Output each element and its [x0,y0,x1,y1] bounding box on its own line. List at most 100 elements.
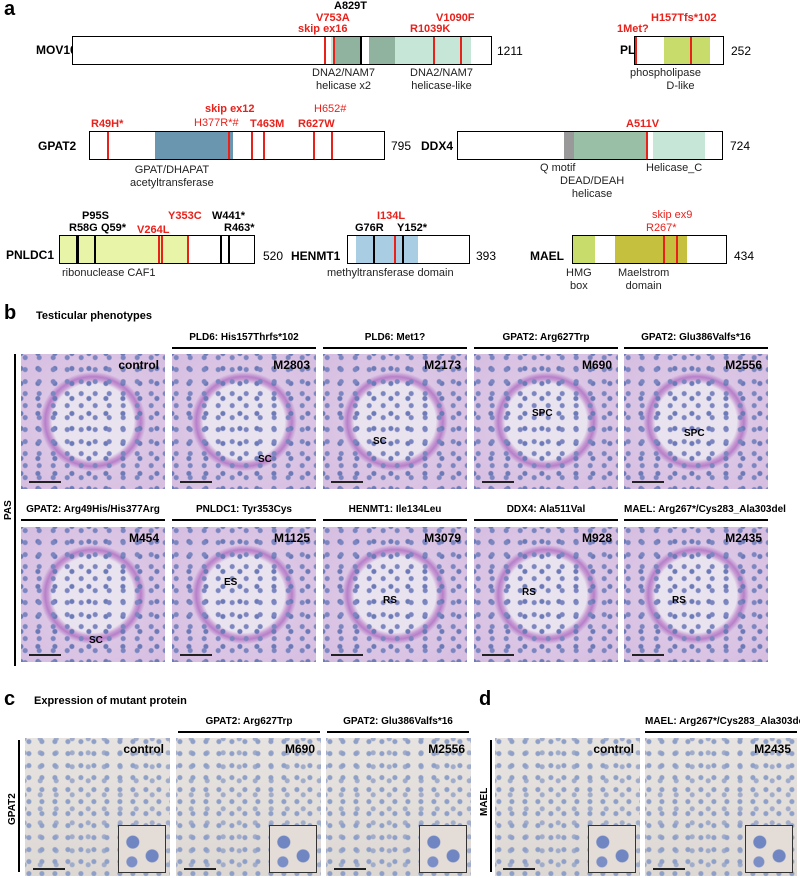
mutation-r463 [228,236,230,263]
mutation-r627w [313,132,315,159]
mutation-w441 [220,236,222,263]
header-underline [474,347,618,349]
scale-bar [29,654,61,656]
label-v264l: V264L [137,224,170,236]
gpat2-stain-label: GPAT2 [7,793,18,825]
header-underline [327,731,469,733]
domain-label-caf1: ribonuclease CAF1 [62,267,156,279]
domain-label-methyltransferase: methyltransferase domain [327,267,454,279]
mutation-i134l [394,236,396,263]
header-ddx4-ala511val: DDX4: Ala511Val [506,504,586,515]
mutation-h157tfs [690,37,692,64]
header-gpat2-glu386: GPAT2: Glu386Valfs*16 [641,332,751,343]
header-d-mael-arg267: MAEL: Arg267*/Cys283_Ala303del [645,716,800,727]
histology-tile-m454: M454 SC [21,527,165,662]
domain-label-q-motif: Q motif [540,162,576,174]
mutation-r267 [663,236,665,263]
protein-bar-henmt1 [347,235,470,264]
mutation-v753a [333,37,335,64]
label-a511v: A511V [626,118,660,130]
mutation-g76r [373,236,375,263]
histology-tile-m2435: M2435 RS [624,527,768,662]
tile-id: M2556 [428,742,465,756]
magnified-inset [588,825,636,873]
ihc-tile-gpat2-m2556: M2556 [326,738,471,876]
domain-helicase-c [653,132,705,159]
label-skip-ex9: skip ex9 [652,209,693,221]
scale-bar [29,481,61,483]
protein-bar-gpat2 [89,131,385,160]
protein-bar-mov10l1 [72,36,492,65]
mutation-h652 [331,132,333,159]
ihc-tile-gpat2-m690: M690 [176,738,321,876]
mutation-v1090f [460,37,462,64]
header-pnldc1-tyr353cys: PNLDC1: Tyr353Cys [196,504,292,515]
label-h652: H652# [314,103,347,115]
header-underline [624,347,768,349]
histology-tile-m2803: M2803 SC [172,354,316,489]
label-skip-ex12: skip ex12 [205,103,255,115]
mutation-y353c [187,236,189,263]
tile-id: M1125 [273,531,310,545]
scale-bar [33,868,65,870]
protein-bar-pld6 [634,36,724,65]
label-w441: W441* [212,210,246,222]
ihc-tile-gpat2-control: control [25,738,170,876]
domain-phospholipase [664,37,710,64]
histology-tile-m3079: M3079 RS [323,527,467,662]
cell-label: RS [522,587,536,598]
label-r49h: R49H* [91,118,124,130]
gene-label-pnldc1: PNLDC1 [6,248,55,262]
tile-id: M454 [128,531,159,545]
domain-caf1 [60,236,187,263]
label-skip-ex16: skip ex16 [298,23,348,35]
pas-label: PAS [3,500,14,520]
mutation-v264l-b [161,236,163,263]
length-mov10l1: 1211 [497,44,523,58]
scale-bar [180,481,212,483]
header-gpat2-arg627trp: GPAT2: Arg627Trp [502,332,590,343]
scale-bar [331,654,363,656]
tile-id: M3079 [424,531,461,545]
histology-tile-m2173: M2173 SC [323,354,467,489]
header-underline [21,519,165,521]
scale-bar [482,481,514,483]
header-mael-arg267: MAEL: Arg267*/Cys283_Ala303del [624,504,786,515]
magnified-inset [118,825,166,873]
mael-stain-label: MAEL [479,787,490,816]
length-mael: 434 [734,249,755,263]
cell-label: SC [373,436,387,447]
label-r463: R463* [224,222,255,234]
mutation-1met [635,37,637,64]
tile-id: control [593,742,634,756]
domain-label-helicase-c: Helicase_C [646,162,703,174]
tile-id: M928 [581,531,612,545]
label-h377r: H377R*# [194,117,239,129]
panel-d-letter: d [479,688,492,710]
header-underline [323,347,467,349]
label-a829t: A829T [334,0,368,12]
magnified-inset [419,825,467,873]
tile-id: M690 [581,358,612,372]
mutation-t463m [263,132,265,159]
cell-label: RS [672,595,686,606]
histology-tile-m690: M690 SPC [474,354,618,489]
header-underline [474,519,618,521]
histology-tile-m928: M928 RS [474,527,618,662]
protein-bar-ddx4 [457,131,723,160]
domain-helicase-x2-b [335,37,361,64]
panel-b-letter: b [4,302,17,324]
header-underline [172,347,316,349]
histology-tile-m2556: M2556 SPC [624,354,768,489]
panel-c-title: Expression of mutant protein [34,695,187,707]
header-underline [178,731,320,733]
domain-maelstrom [615,236,687,263]
tile-id: M2803 [273,358,310,372]
scale-bar [503,868,535,870]
domain-q-motif [564,132,574,159]
panel-c-letter: c [4,688,16,710]
mutation-a511v [646,132,648,159]
